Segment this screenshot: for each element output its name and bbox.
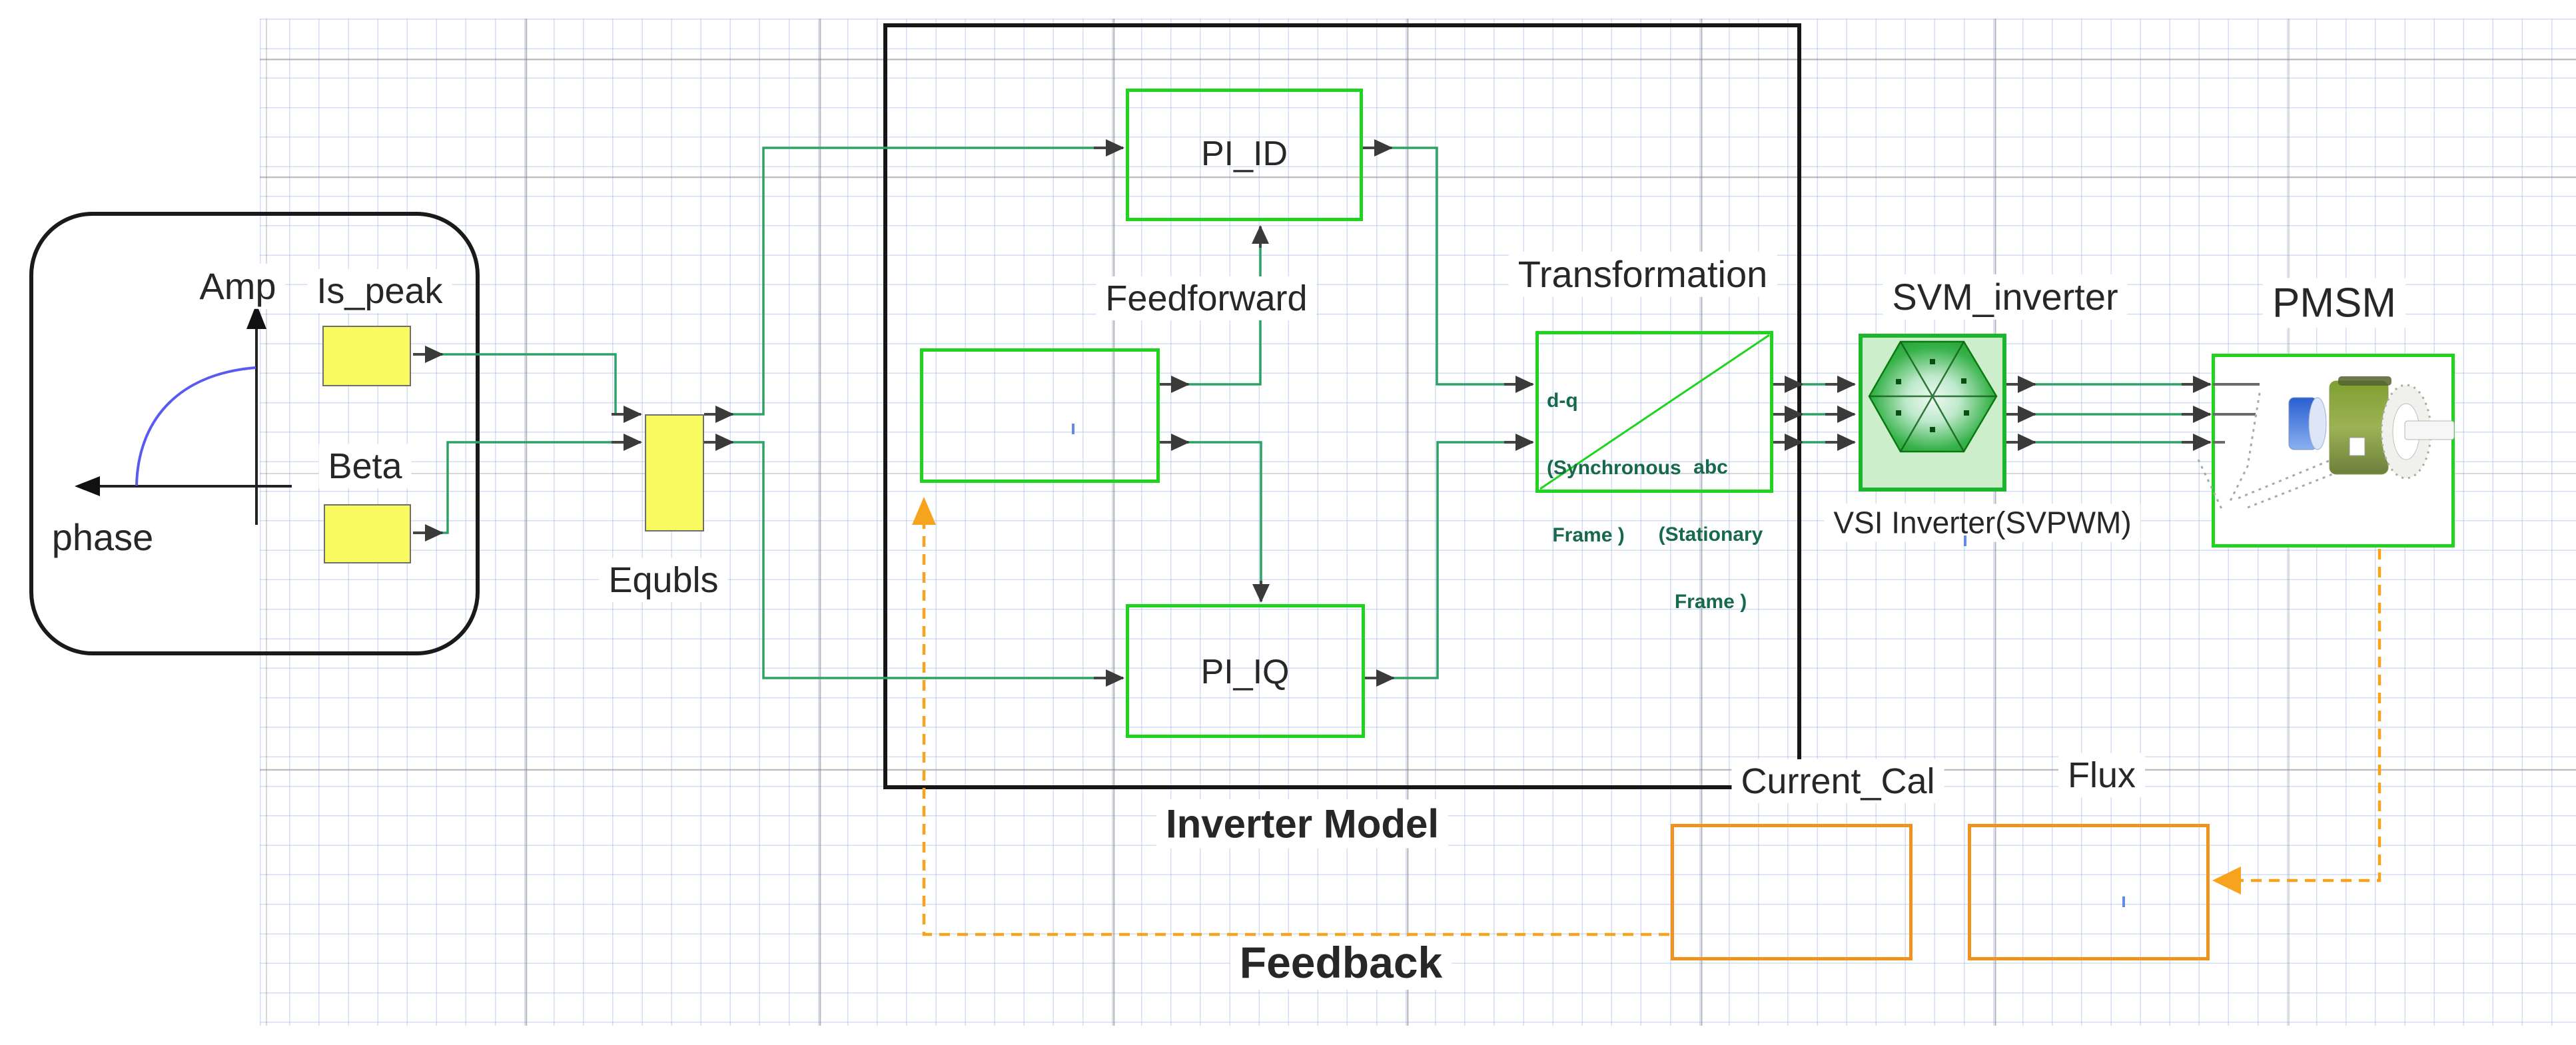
reference-source-panel[interactable] (29, 212, 480, 655)
inverter-model-label: Inverter Model (1156, 799, 1449, 849)
current-cal-block[interactable] (1671, 824, 1913, 960)
is-peak-block[interactable] (322, 326, 411, 386)
svm-inverter-label: SVM_inverter (1883, 274, 2128, 320)
flux-block[interactable] (1968, 824, 2210, 960)
equbls-label: Equbls (599, 557, 728, 603)
svm-inverter-block[interactable] (1859, 334, 2006, 492)
abc-frame-text: abc (Stationary Frame ) (1658, 456, 1763, 613)
cursor-artifact (1072, 424, 1074, 434)
pi-iq-label: PI_IQ (1200, 653, 1290, 692)
dq-frame-text: d-q (Synchronous Frame ) (1547, 390, 1681, 546)
amp-axis-label: Amp (190, 263, 286, 310)
pmsm-label: PMSM (2263, 278, 2405, 328)
is-peak-label: Is_peak (307, 268, 452, 314)
phase-axis-label: phase (51, 516, 154, 558)
pmsm-block[interactable] (2212, 354, 2455, 547)
feedback-label: Feedback (1230, 936, 1452, 990)
beta-label: Beta (318, 444, 412, 489)
current-cal-label: Current_Cal (1731, 759, 1944, 804)
cursor-artifact (2122, 896, 2125, 907)
beta-block[interactable] (324, 504, 411, 563)
flux-label: Flux (2058, 753, 2146, 798)
feedforward-block[interactable] (920, 348, 1160, 483)
pi-id-label: PI_ID (1200, 135, 1288, 174)
transformation-label: Transformation (1508, 251, 1777, 298)
cursor-artifact (1964, 535, 1966, 546)
vsi-inverter-caption: VSI Inverter(SVPWM) (1824, 504, 2141, 542)
equbls-block[interactable] (645, 414, 704, 531)
pi-id-block[interactable] (1126, 89, 1363, 221)
transformation-block[interactable] (1535, 331, 1773, 493)
feedforward-label: Feedforward (1096, 276, 1317, 321)
